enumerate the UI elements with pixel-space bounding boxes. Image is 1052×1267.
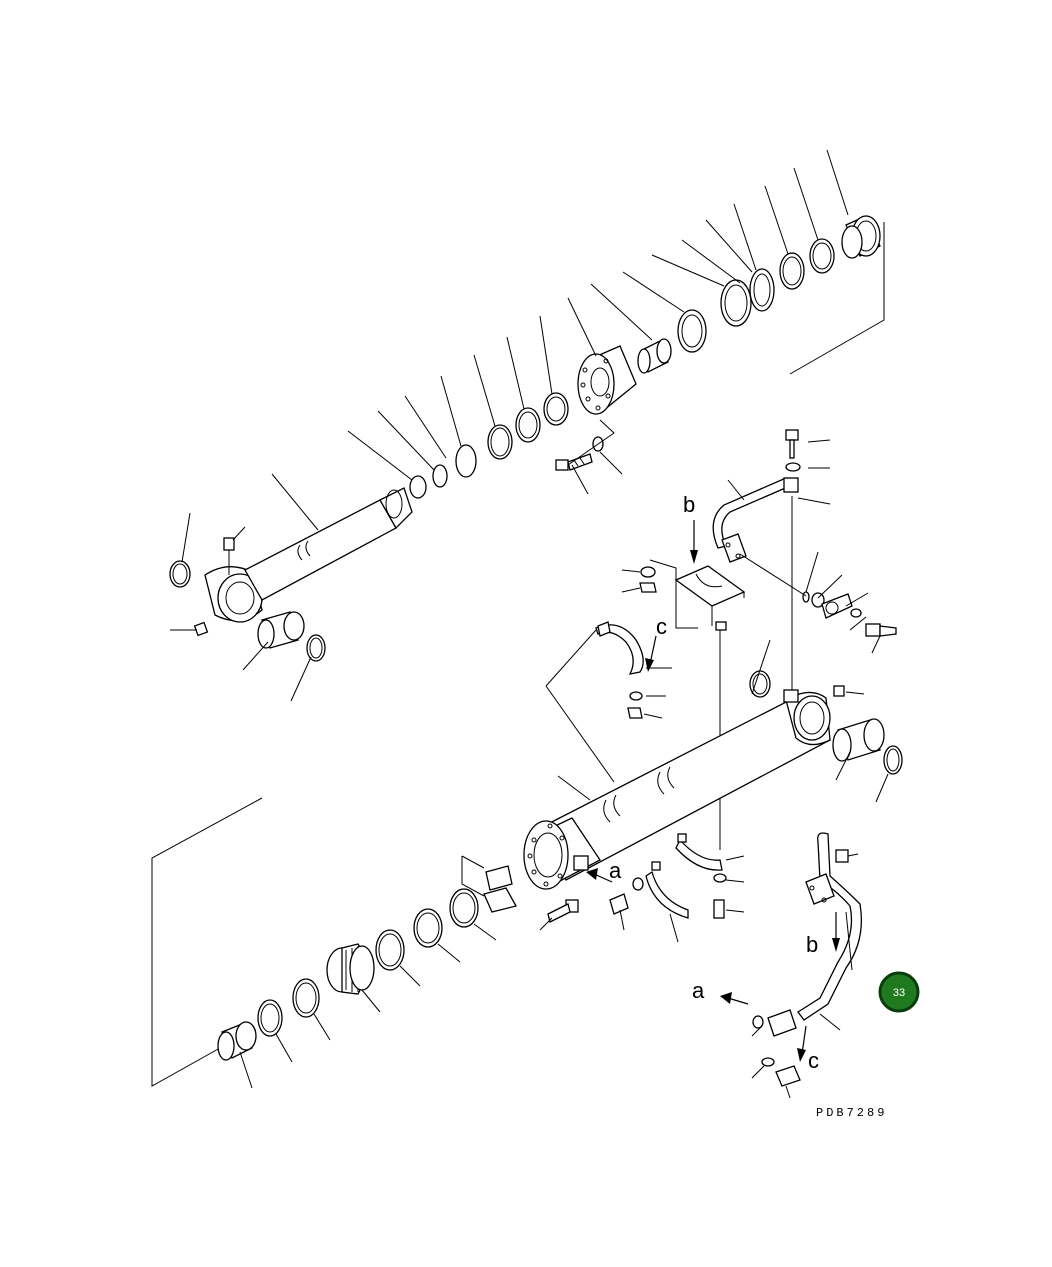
leader-lines-pipe-upper [727, 439, 881, 654]
piston [326, 943, 375, 995]
callout-c-top: c [656, 614, 667, 639]
set-screw-rod [193, 621, 209, 637]
bushing-rod [257, 611, 305, 649]
pipe-assembly-lower [751, 832, 863, 1099]
page-badge[interactable]: 33 [878, 971, 920, 1013]
bolt-piston-side [547, 899, 579, 923]
washers-left-clamp [639, 559, 698, 629]
head-seals [677, 238, 835, 353]
page-number: 33 [893, 987, 905, 999]
split-ring-halves [461, 855, 517, 913]
leader-lines-piston [239, 909, 625, 1089]
grease-fitting-rod [223, 537, 235, 575]
wear-ring-3 [449, 888, 479, 928]
piston-parts [151, 797, 644, 1089]
group-bracket-head [789, 222, 885, 375]
piston-nut [217, 1021, 257, 1061]
rod-eye [204, 566, 263, 623]
clamp-c-upper [595, 621, 644, 719]
bushing-tube [832, 718, 903, 775]
callout-a-mid: a [609, 858, 622, 883]
cylinder-tube [523, 689, 832, 890]
tube-port [573, 689, 799, 871]
pipe-assembly-upper [712, 429, 897, 690]
callout-b-bottom: b [806, 932, 818, 957]
dust-wiper [841, 215, 881, 259]
wear-ring-2 [413, 908, 443, 948]
callout-a-bottom: a [692, 978, 705, 1003]
tube-bottom-eye [785, 691, 831, 746]
callout-arrows [586, 520, 840, 1062]
callout-b-top: b [683, 492, 695, 517]
leader-lines-tube [557, 639, 889, 803]
wear-ring-1 [375, 929, 405, 971]
leader-lines-clamps [545, 569, 672, 783]
cylinder-head [577, 345, 637, 415]
seal-rings-row [409, 392, 569, 499]
pipe-flange-upper [721, 533, 747, 563]
leader-lines-upper [170, 149, 849, 702]
bolt-washer-tube [609, 877, 644, 915]
snap-ring-rod-left [169, 560, 191, 588]
hose-end-lower [752, 1009, 797, 1037]
drawing-code: PDB7289 [816, 1106, 887, 1120]
piston-ring-1 [257, 999, 283, 1037]
clamp-lower [645, 833, 727, 919]
head-bushing [637, 338, 672, 374]
pipe-flange-lower [805, 873, 835, 905]
rod-assembly [169, 149, 885, 702]
piston-rod [244, 487, 413, 601]
leader-lines-lower-pipe [751, 911, 853, 1099]
group-bracket-piston [151, 797, 263, 1087]
elbow-fitting-lower [835, 849, 859, 863]
washer-bolt-lower [761, 1057, 801, 1087]
callout-c-bottom: c [808, 1048, 819, 1073]
piston-ring-2 [292, 978, 320, 1018]
leader-lines-lower-clamp [669, 855, 745, 943]
elbow-bolt-top [783, 429, 801, 493]
dust-seal-rod [306, 634, 326, 662]
o-ring-small [802, 591, 825, 608]
bolt-split-flange [850, 608, 897, 637]
split-flange [821, 593, 853, 619]
